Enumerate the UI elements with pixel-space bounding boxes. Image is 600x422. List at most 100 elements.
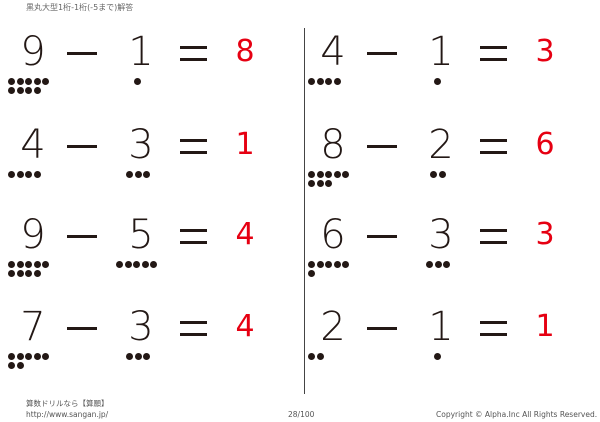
dot [325,261,332,268]
subtraction-problem: 7 3 4 [2,307,282,377]
dot [33,171,41,178]
subtraction-problem: 6 3 3 [302,215,582,285]
dot [25,78,32,85]
dot [8,171,15,178]
dot [316,353,324,360]
subtraction-problem: 4 1 3 [302,32,582,102]
dot [134,171,142,178]
subtraction-problem: 2 1 1 [302,307,582,377]
dot [33,87,41,94]
dot [316,180,324,187]
minus-sign [67,235,97,238]
dot [434,261,442,268]
subtraction-problem: 9 5 4 [2,215,282,285]
dot [333,78,341,85]
dot [8,261,15,268]
answer: 3 [535,217,555,252]
dot [308,78,315,85]
dot [16,78,24,85]
dot [8,87,15,94]
dot [33,270,41,277]
answer: 1 [535,309,555,344]
dot [124,261,132,268]
minuend: 2 [320,304,346,350]
footer-brand: 算数ドリルなら【算願】 [26,399,109,408]
dot [333,171,341,178]
dot [434,78,441,85]
dot [443,261,450,268]
dot [25,171,32,178]
minus-sign [67,327,97,330]
subtrahend: 5 [128,212,154,258]
dot [333,261,341,268]
worksheet-title: 黒丸大型1桁-1桁(-5まで)解答 [26,3,134,12]
dot [430,171,437,178]
dot [126,171,133,178]
dot [33,353,41,360]
minuend: 9 [20,29,46,75]
dot [143,353,150,360]
dot [143,171,150,178]
dot [8,353,15,360]
dot [342,171,349,178]
minuend: 8 [320,122,346,168]
dot [16,171,24,178]
minuend: 4 [20,122,46,168]
dot [134,78,141,85]
column-divider [304,28,305,394]
subtrahend: 3 [428,212,454,258]
subtrahend: 2 [428,122,454,168]
page-number: 28/100 [288,410,315,419]
dot [133,261,140,268]
dot [308,180,315,187]
dot [16,87,24,94]
dot [16,270,24,277]
dot [308,171,315,178]
dot [342,261,349,268]
dot [116,261,123,268]
answer: 6 [535,127,555,162]
dot [316,171,324,178]
dot [126,353,133,360]
dot [426,261,433,268]
dot [42,353,49,360]
dot [8,270,15,277]
dot [16,353,24,360]
subtrahend: 3 [128,122,154,168]
subtraction-problem: 9 1 8 [2,32,282,102]
dot [16,261,24,268]
minus-sign [67,145,97,148]
dot [42,78,49,85]
dot [316,78,324,85]
minuend: 4 [320,29,346,75]
dot [325,180,332,187]
subtrahend: 1 [128,29,154,75]
minuend: 9 [20,212,46,258]
dot [308,353,315,360]
dot [150,261,157,268]
answer: 4 [235,309,255,344]
footer-url[interactable]: http://www.sangan.jp/ [26,410,109,419]
dot [8,78,15,85]
dot [25,87,32,94]
dot [33,78,41,85]
minuend: 6 [320,212,346,258]
dot [434,353,441,360]
subtrahend: 1 [428,29,454,75]
minus-sign [367,52,397,55]
dot [316,261,324,268]
dot [25,270,32,277]
minus-sign [367,327,397,330]
minus-sign [67,52,97,55]
minus-sign [367,145,397,148]
dot [33,261,41,268]
subtrahend: 1 [428,304,454,350]
dot [134,353,142,360]
dot [325,78,332,85]
subtrahend: 3 [128,304,154,350]
dot [42,261,49,268]
dot [438,171,446,178]
subtraction-problem: 8 2 6 [302,125,582,195]
dot [308,270,315,277]
